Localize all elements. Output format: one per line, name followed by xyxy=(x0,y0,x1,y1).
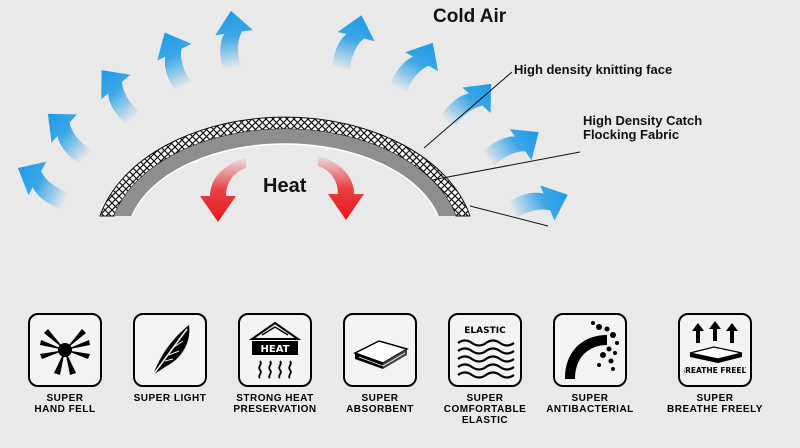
cold-air-arrow xyxy=(147,24,207,92)
heat-icon: HEAT xyxy=(248,321,302,379)
elastic-waves-icon: ELASTIC xyxy=(457,326,515,379)
heat-word: HEAT xyxy=(261,344,290,355)
breathe-arrows-icon: BREATHE FREELY xyxy=(684,321,746,375)
cold-air-label: Cold Air xyxy=(433,6,507,27)
cold-air-arrow xyxy=(481,116,550,180)
cold-air-arrow xyxy=(212,8,258,69)
cold-air-arrow xyxy=(35,99,103,166)
cold-air-arrow xyxy=(388,33,450,101)
feature-breathe-freely: BREATHE FREELY SUPER BREATHE FREELY xyxy=(660,305,770,415)
feature-heat-preservation: HEAT STRONG HEAT PRESERVATION xyxy=(220,305,330,415)
absorbent-sheet-icon xyxy=(353,340,409,369)
callout-line xyxy=(469,205,549,227)
hands-icon xyxy=(40,329,90,375)
feature-super-light: SUPER LIGHT xyxy=(115,305,225,404)
feature-absorbent: SUPER ABSORBENT xyxy=(325,305,435,415)
flocking-fabric-layer xyxy=(114,128,456,216)
callout-line xyxy=(431,151,581,181)
cold-air-arrow xyxy=(9,151,77,212)
feature-antibacterial: SUPER ANTIBACTERIAL xyxy=(535,305,645,415)
heat-arrow xyxy=(318,156,364,220)
antibacterial-icon xyxy=(565,321,619,379)
elastic-word: ELASTIC xyxy=(464,326,506,336)
breathe-word: BREATHE FREELY xyxy=(684,366,746,375)
cold-air-arrow xyxy=(439,71,506,139)
feature-icons-row: SUPER HAND FELL SUPER LIGHT HEAT xyxy=(0,305,800,445)
cold-air-arrow xyxy=(329,10,380,75)
fabric-diagram xyxy=(9,8,581,234)
flocking-fabric-label: High Density Catch Flocking Fabric xyxy=(583,113,703,142)
callout-line xyxy=(423,71,513,149)
feature-hand-feel: SUPER HAND FELL xyxy=(10,305,120,415)
heat-arrow xyxy=(200,158,246,222)
cold-air-arrow xyxy=(87,57,153,126)
feature-comfortable-elastic: ELASTIC SUPER COMFORTABLE ELASTIC xyxy=(430,305,540,426)
cold-air-arrow xyxy=(508,177,575,234)
feather-icon xyxy=(152,325,190,376)
knitting-face-label: High density knitting face xyxy=(514,62,673,77)
heat-label: Heat xyxy=(263,175,307,197)
